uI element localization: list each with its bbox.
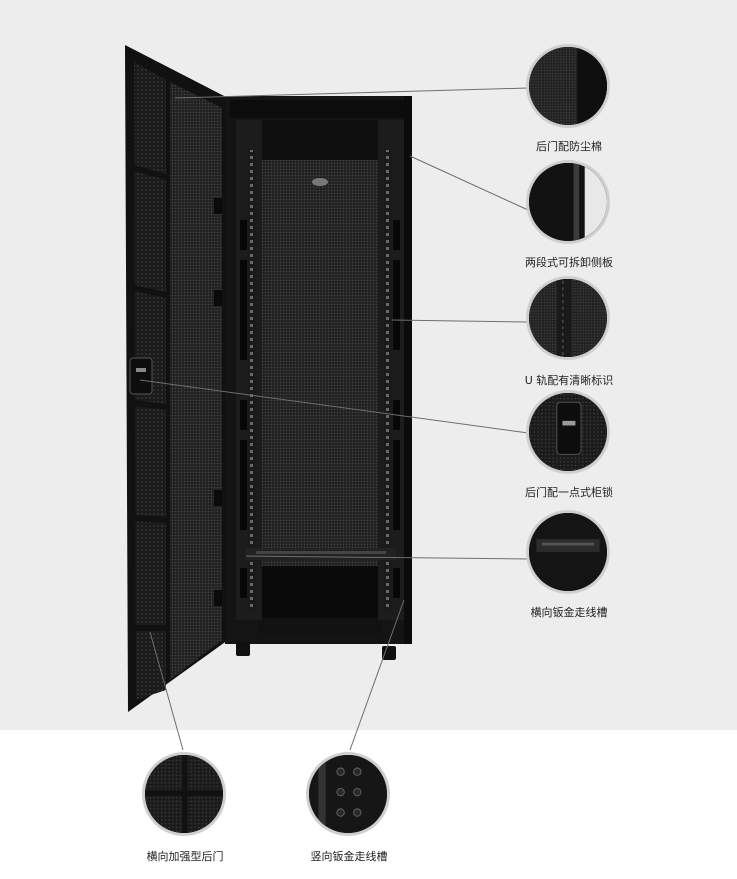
caption-horizontal-cable-trough: 横向钣金走线槽	[530, 606, 608, 619]
caption-vertical-cable-trough: 竖向钣金走线槽	[310, 850, 388, 863]
leader-lines	[139, 87, 529, 751]
caption-two-piece-side-panel: 两段式可拆卸侧板	[525, 256, 613, 269]
detail-u-rail-thumbnail	[526, 276, 610, 360]
detail-dust-foam-thumbnail	[526, 44, 610, 128]
detail-side-panel-thumbnail	[526, 160, 610, 244]
cabinet-body	[225, 96, 412, 660]
caption-u-rail-marking: U 轨配有清晰标识	[524, 374, 614, 387]
detail-reinforced-door-thumbnail	[142, 752, 226, 836]
detail-horizontal-trough-thumbnail	[526, 510, 610, 594]
detail-door-lock-thumbnail	[526, 390, 610, 474]
detail-vertical-trough-thumbnail	[306, 752, 390, 836]
caption-rear-door-lock: 后门配一点式柜锁	[525, 486, 613, 499]
caption-rear-door-dust-foam: 后门配防尘棉	[536, 140, 602, 153]
caption-reinforced-rear-door: 横向加强型后门	[146, 850, 224, 863]
open-rear-door	[125, 45, 228, 712]
